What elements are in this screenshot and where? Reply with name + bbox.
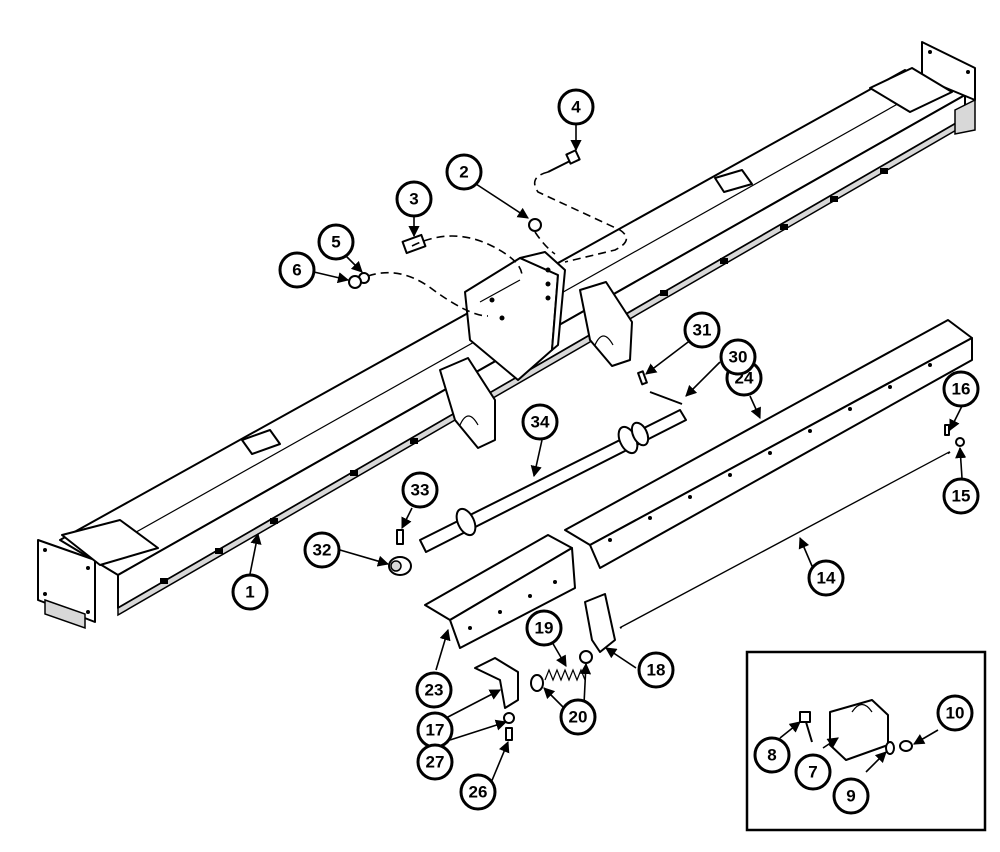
beam-tab-right xyxy=(714,169,753,193)
hanger-bracket-right xyxy=(579,281,633,367)
washer-part-15 xyxy=(955,437,965,447)
svg-text:6: 6 xyxy=(292,261,301,280)
svg-text:26: 26 xyxy=(469,783,488,802)
svg-text:5: 5 xyxy=(331,233,340,252)
svg-text:34: 34 xyxy=(531,413,550,432)
callout-30: 30 xyxy=(719,338,757,376)
svg-text:4: 4 xyxy=(571,98,581,117)
bolt-part-8 xyxy=(799,711,813,743)
callout-26: 26 xyxy=(459,773,497,811)
svg-text:15: 15 xyxy=(952,487,971,506)
svg-text:10: 10 xyxy=(946,704,965,723)
callout-14: 14 xyxy=(807,559,845,597)
svg-text:2: 2 xyxy=(459,163,468,182)
callout-27: 27 xyxy=(416,743,454,781)
shaft-part-34 xyxy=(419,409,687,553)
angle-beam-part-24 xyxy=(564,319,973,569)
svg-text:9: 9 xyxy=(846,787,855,806)
svg-text:14: 14 xyxy=(817,569,836,588)
right-end-plate xyxy=(869,41,976,135)
leader-lines xyxy=(249,124,967,791)
pin-part-33 xyxy=(396,529,404,545)
hitch-bracket-assembly xyxy=(464,251,566,381)
svg-text:31: 31 xyxy=(693,321,712,340)
svg-text:18: 18 xyxy=(647,661,666,680)
svg-text:1: 1 xyxy=(245,583,254,602)
svg-text:19: 19 xyxy=(535,619,554,638)
bushing-part-3 xyxy=(401,233,427,255)
callout-2: 2 xyxy=(445,153,483,191)
callout-31: 31 xyxy=(683,311,721,349)
left-end-plate xyxy=(37,519,159,630)
beam-tab-left xyxy=(241,429,281,455)
fittings-part-20 xyxy=(530,650,593,692)
callout-8: 8 xyxy=(753,736,791,774)
nut-part-10 xyxy=(899,740,913,752)
callout-17: 17 xyxy=(416,711,454,749)
svg-text:16: 16 xyxy=(952,380,971,399)
callout-5: 5 xyxy=(317,223,355,261)
svg-text:8: 8 xyxy=(767,746,776,765)
svg-text:20: 20 xyxy=(569,708,588,727)
callout-19: 19 xyxy=(525,609,563,647)
assembly-dashed-lines xyxy=(367,171,628,317)
callout-18: 18 xyxy=(637,651,675,689)
svg-text:33: 33 xyxy=(411,481,430,500)
bracket-part-18 xyxy=(584,593,616,653)
svg-text:3: 3 xyxy=(409,190,418,209)
callout-4: 4 xyxy=(557,88,595,126)
rod-part-14 xyxy=(619,451,951,629)
callout-34: 34 xyxy=(521,403,559,441)
bolt-part-4 xyxy=(547,149,581,173)
bolt-part-26 xyxy=(505,727,513,741)
nut-part-6 xyxy=(348,275,362,289)
beam-bolt-row xyxy=(160,168,888,584)
hanger-bracket-left xyxy=(439,357,496,449)
angle-beam-part-23 xyxy=(424,534,576,649)
spring-part-19 xyxy=(544,668,586,682)
callout-6: 6 xyxy=(278,251,316,289)
callout-32: 32 xyxy=(303,531,341,569)
callout-16: 16 xyxy=(942,370,980,408)
svg-text:27: 27 xyxy=(426,753,445,772)
svg-text:32: 32 xyxy=(313,541,332,560)
svg-text:23: 23 xyxy=(425,681,444,700)
callout-20: 20 xyxy=(559,698,597,736)
washer-part-9 xyxy=(885,741,895,755)
pin-part-16 xyxy=(944,424,950,436)
callout-33: 33 xyxy=(401,471,439,509)
callout-1: 1 xyxy=(231,573,269,611)
nut-part-2 xyxy=(528,218,542,232)
callout-10: 10 xyxy=(936,694,974,732)
callout-23: 23 xyxy=(415,671,453,709)
bracket-part-17 xyxy=(474,657,519,709)
svg-text:17: 17 xyxy=(426,721,445,740)
svg-text:7: 7 xyxy=(808,763,817,782)
svg-text:30: 30 xyxy=(729,348,748,367)
pin-part-30 xyxy=(649,391,683,405)
callout-7: 7 xyxy=(794,753,832,791)
cap-part-32 xyxy=(388,556,412,576)
cotter-part-31 xyxy=(637,370,648,386)
callout-15: 15 xyxy=(942,477,980,515)
callout-3: 3 xyxy=(395,180,433,218)
callout-9: 9 xyxy=(832,777,870,815)
